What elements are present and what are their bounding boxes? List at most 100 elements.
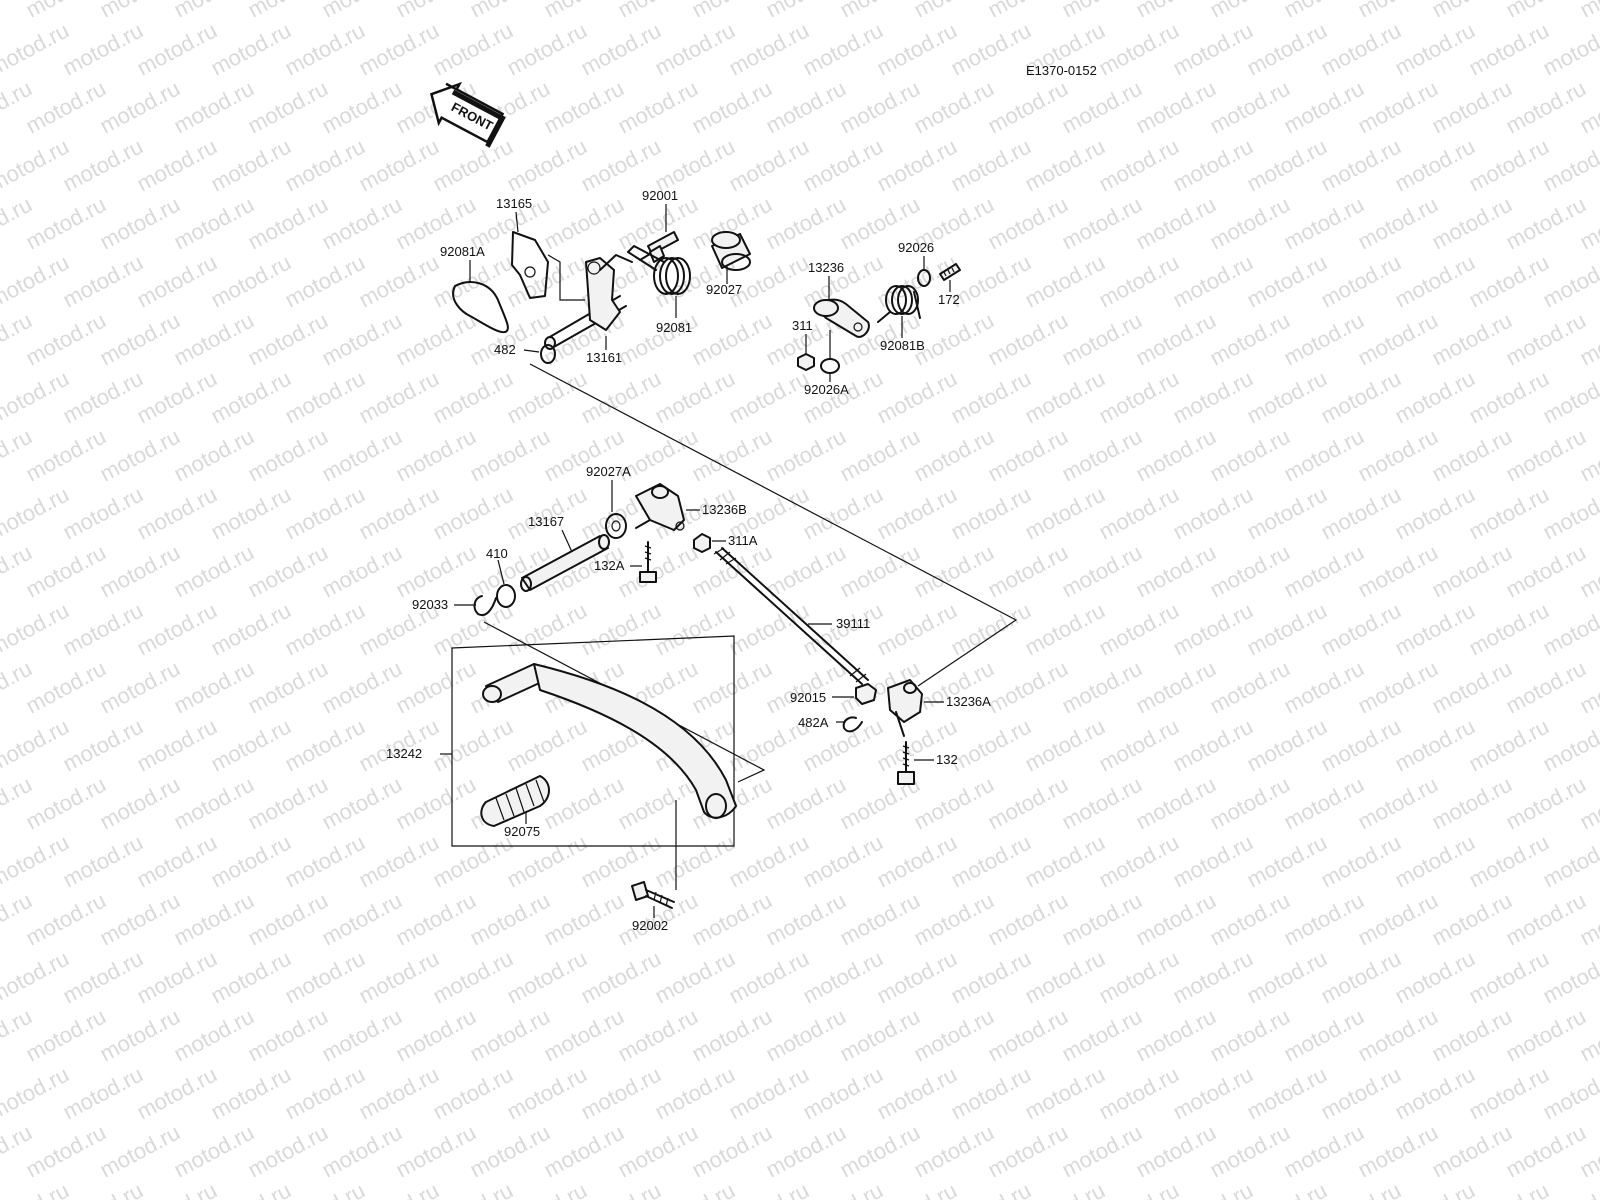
watermark-text: motod.ru: [873, 598, 961, 661]
watermark-text: motod.ru: [0, 714, 73, 777]
watermark-text: motod.ru: [503, 946, 591, 1009]
watermark-text: motod.ru: [651, 830, 739, 893]
watermark-text: motod.ru: [1317, 1178, 1405, 1200]
front-arrow: FRONT: [429, 81, 506, 148]
watermark-text: motod.ru: [392, 888, 480, 951]
watermark-text: motod.ru: [59, 830, 147, 893]
watermark-text: motod.ru: [281, 946, 369, 1009]
nut-311: [797, 353, 815, 371]
watermark-text: motod.ru: [1502, 1004, 1590, 1067]
watermark-text: motod.ru: [873, 18, 961, 81]
watermark-text: motod.ru: [910, 1120, 998, 1183]
watermark-text: motod.ru: [577, 366, 665, 429]
watermark-text: motod.ru: [1058, 308, 1146, 371]
watermark-text: motod.ru: [1502, 308, 1590, 371]
watermark-text: motod.ru: [1539, 482, 1600, 545]
rod-39111: [713, 547, 869, 685]
watermark-text: motod.ru: [836, 540, 924, 603]
watermark-text: motod.ru: [207, 714, 295, 777]
watermark-text: motod.ru: [1354, 888, 1442, 951]
assembly-box: [451, 635, 735, 847]
watermark-text: motod.ru: [318, 772, 406, 835]
watermark-text: motod.ru: [466, 424, 554, 487]
label-92002: 92002: [632, 918, 668, 933]
watermark-text: motod.ru: [133, 946, 221, 1009]
label-92026: 92026: [898, 240, 934, 255]
watermark-text: motod.ru: [355, 830, 443, 893]
watermark-text: motod.ru: [1428, 76, 1516, 139]
plate-92081A: [452, 281, 509, 334]
watermark-text: motod.ru: [0, 1178, 73, 1200]
lever-13236: [813, 298, 870, 338]
watermark-text: motod.ru: [281, 714, 369, 777]
watermark-text: motod.ru: [392, 1004, 480, 1067]
watermark-text: motod.ru: [1502, 1120, 1590, 1183]
watermark-text: motod.ru: [59, 1062, 147, 1125]
watermark-text: motod.ru: [1243, 18, 1331, 81]
watermark-text: motod.ru: [1058, 772, 1146, 835]
watermark-text: motod.ru: [1354, 192, 1442, 255]
watermark-text: motod.ru: [1280, 888, 1368, 951]
watermark-text: motod.ru: [1095, 134, 1183, 197]
watermark-text: motod.ru: [96, 424, 184, 487]
watermark-text: motod.ru: [1465, 134, 1553, 197]
watermark-text: motod.ru: [1354, 540, 1442, 603]
watermark-text: motod.ru: [503, 18, 591, 81]
watermark-text: motod.ru: [947, 18, 1035, 81]
watermark-text: motod.ru: [392, 424, 480, 487]
watermark-text: motod.ru: [1280, 424, 1368, 487]
watermark-text: motod.ru: [1354, 76, 1442, 139]
watermark-text: motod.ru: [429, 250, 517, 313]
watermark-text: motod.ru: [503, 134, 591, 197]
watermark-text: motod.ru: [1428, 1120, 1516, 1183]
watermark-text: motod.ru: [984, 1004, 1072, 1067]
label-410: 410: [486, 546, 508, 561]
watermark-text: motod.ru: [762, 772, 850, 835]
watermark-text: motod.ru: [429, 830, 517, 893]
watermark-text: motod.ru: [762, 1120, 850, 1183]
watermark-text: motod.ru: [614, 1120, 702, 1183]
watermark-text: motod.ru: [318, 1004, 406, 1067]
watermark-text: motod.ru: [355, 1062, 443, 1125]
watermark-text: motod.ru: [1317, 830, 1405, 893]
watermark-text: motod.ru: [244, 540, 332, 603]
watermark-text: motod.ru: [59, 714, 147, 777]
watermark-text: motod.ru: [1095, 1178, 1183, 1200]
watermark-text: motod.ru: [503, 830, 591, 893]
watermark-text: motod.ru: [1280, 1004, 1368, 1067]
watermark-text: motod.ru: [355, 482, 443, 545]
watermark-text: motod.ru: [1428, 424, 1516, 487]
watermark-text: motod.ru: [947, 1062, 1035, 1125]
watermark-text: motod.ru: [1428, 540, 1516, 603]
watermark-text: motod.ru: [59, 1178, 147, 1200]
watermark-text: motod.ru: [22, 1120, 110, 1183]
label-92026A: 92026A: [804, 382, 849, 397]
watermark-text: motod.ru: [540, 772, 628, 835]
watermark-text: motod.ru: [0, 366, 73, 429]
watermark-text: motod.ru: [1502, 656, 1590, 719]
watermark-text: motod.ru: [1243, 1062, 1331, 1125]
pin-92001: [639, 231, 679, 263]
watermark-text: motod.ru: [207, 598, 295, 661]
watermark-text: motod.ru: [799, 830, 887, 893]
watermark-text: motod.ru: [503, 598, 591, 661]
watermark-text: motod.ru: [318, 888, 406, 951]
watermark-text: motod.ru: [1206, 308, 1294, 371]
watermark-text: motod.ru: [873, 482, 961, 545]
watermark-text: motod.ru: [170, 308, 258, 371]
watermark-text: motod.ru: [984, 888, 1072, 951]
watermark-text: motod.ru: [22, 656, 110, 719]
lever-13236A: [887, 679, 923, 737]
assembly-line: [529, 363, 1018, 687]
watermark-text: motod.ru: [207, 366, 295, 429]
label-13236A: 13236A: [946, 694, 991, 709]
label-172: 172: [938, 292, 960, 307]
watermark-text: motod.ru: [836, 888, 924, 951]
watermark-text: motod.ru: [651, 18, 739, 81]
watermark-text: motod.ru: [651, 946, 739, 1009]
watermark-text: motod.ru: [1317, 598, 1405, 661]
watermark-text: motod.ru: [429, 18, 517, 81]
watermark-text: motod.ru: [0, 18, 73, 81]
watermark-text: motod.ru: [207, 1062, 295, 1125]
